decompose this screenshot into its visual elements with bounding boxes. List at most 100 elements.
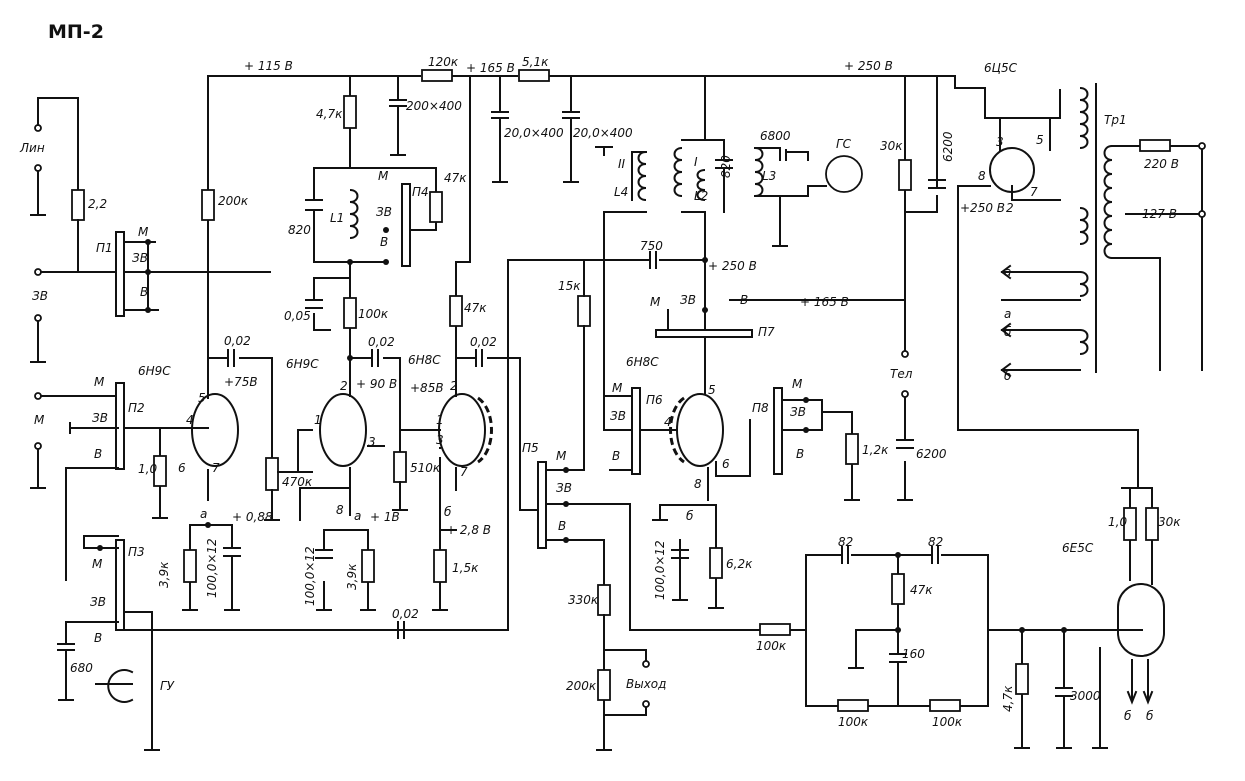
resistor-330k	[597, 584, 611, 616]
label-47k-p4: 47к	[444, 171, 467, 185]
label-6e5c: 6Е5С	[1062, 541, 1094, 555]
resistor-100k-a	[837, 699, 869, 712]
cap-6200-a	[928, 179, 946, 189]
label-p8: П8	[752, 401, 769, 415]
coil-l1	[349, 189, 359, 239]
coil-l2	[696, 169, 706, 201]
label-165v: + 165 В	[466, 61, 515, 75]
label-heater-a1: а	[1004, 265, 1011, 279]
switch-p1	[115, 231, 125, 317]
cap-200x400	[389, 75, 407, 156]
wire-stage3-cathode	[432, 529, 448, 611]
label-zv-in: ЗВ	[32, 289, 48, 303]
label-p5-v: В	[558, 519, 566, 533]
label-p7-m: М	[650, 295, 661, 309]
label-p7: П7	[758, 325, 775, 339]
ground-m	[30, 448, 46, 489]
label-85v: +85В	[410, 381, 444, 395]
label-heater-a2: а	[1004, 307, 1011, 321]
label-p3-m: М	[92, 557, 103, 571]
wire-filter-mid	[848, 554, 899, 707]
resistor-5-1k	[518, 69, 550, 82]
resistor-120k	[421, 69, 453, 82]
label-t1-pin6: 6	[178, 461, 186, 475]
switch-p5	[537, 461, 547, 549]
label-47k-stage3: 47к	[464, 301, 487, 315]
cap-6200-b	[896, 439, 914, 449]
switch-p4	[401, 183, 411, 267]
wire-pot	[264, 471, 313, 521]
label-200k-out: 200к	[566, 679, 597, 693]
label-250v-c: +250 В	[960, 201, 1005, 215]
switch-p2	[115, 382, 125, 470]
headphones-gu	[95, 669, 134, 703]
label-100k-in: 100к	[756, 639, 787, 653]
switch-p6	[631, 387, 641, 475]
label-6-2k: 6,2к	[726, 557, 753, 571]
resistor-15k	[577, 295, 591, 327]
wire-p8	[781, 399, 860, 501]
resistor-200k-out	[597, 669, 611, 701]
cap-160	[889, 653, 907, 663]
transformer-winding-1	[1079, 87, 1089, 149]
label-2-2: 2,2	[88, 197, 107, 211]
label-680: 680	[70, 661, 93, 675]
label-115v: + 115 В	[244, 59, 293, 73]
resistor-100k	[343, 297, 357, 329]
label-p1-zv: ЗВ	[132, 251, 148, 265]
label-p6: П6	[646, 393, 663, 407]
wire-eye-top	[1121, 487, 1153, 585]
resistor-510k	[393, 451, 407, 483]
label-1v: + 1В	[370, 510, 400, 524]
wire-p6	[603, 395, 691, 471]
label-820-l2: 820	[719, 155, 733, 178]
label-t1-pin5: 5	[198, 391, 206, 405]
label-p1-m: М	[138, 225, 149, 239]
tube3-pins	[399, 357, 457, 531]
label-p6-zv: ЗВ	[610, 409, 626, 423]
label-p1-v: В	[140, 285, 148, 299]
wire-stage1-cathode	[182, 524, 240, 611]
label-t1-a: а	[200, 507, 207, 521]
wire-output-divider	[596, 614, 647, 751]
label-120k: 120к	[428, 55, 459, 69]
resistor-1-5k	[433, 549, 447, 583]
label-t2-pin1: 1	[314, 413, 322, 427]
label-6n8c-b: 6Н8С	[626, 355, 659, 369]
resistor-200k	[201, 189, 215, 221]
cap-82-b	[931, 546, 939, 564]
cap-680	[57, 621, 75, 701]
label-30k-out: 30к	[880, 139, 903, 153]
label-p6-v: В	[612, 449, 620, 463]
resistor-100k-b	[929, 699, 961, 712]
supply-rail	[207, 75, 986, 89]
wire-stage4-cathode	[652, 419, 751, 609]
label-rect-pin8: 8	[978, 169, 986, 183]
resistor-3-9k-b	[361, 549, 375, 583]
resistor-1-0	[153, 455, 167, 487]
label-p6-m: М	[612, 381, 623, 395]
label-4-7k-eye: 4,7к	[1001, 685, 1015, 712]
tube1-pins	[191, 357, 209, 501]
label-l1: L1	[330, 211, 344, 225]
label-p8-v: В	[796, 447, 804, 461]
label-p2-v: В	[94, 447, 102, 461]
label-820-l1: 820	[288, 223, 311, 237]
label-20x400-a: 20,0×400	[504, 126, 564, 140]
label-t3-pin2: 2	[450, 379, 458, 393]
label-t3-pin1: 1	[436, 413, 444, 427]
label-t2-pin8: 8	[336, 503, 344, 517]
tube-6n8c-stage4	[676, 393, 724, 467]
wire-heater-out	[1001, 271, 1081, 371]
label-rect-pin3: 3	[996, 135, 1004, 149]
label-I: I	[694, 155, 698, 169]
resistor-3-9k-a	[183, 549, 197, 583]
label-4-7k: 4,7к	[316, 107, 343, 121]
transformer-winding-4	[1079, 329, 1089, 355]
label-tel: Тел	[890, 367, 913, 381]
label-470k: 470к	[282, 475, 313, 489]
resistor-47k-stage3	[449, 295, 463, 327]
label-002-a: 0,02	[224, 334, 251, 348]
label-510k: 510к	[410, 461, 441, 475]
